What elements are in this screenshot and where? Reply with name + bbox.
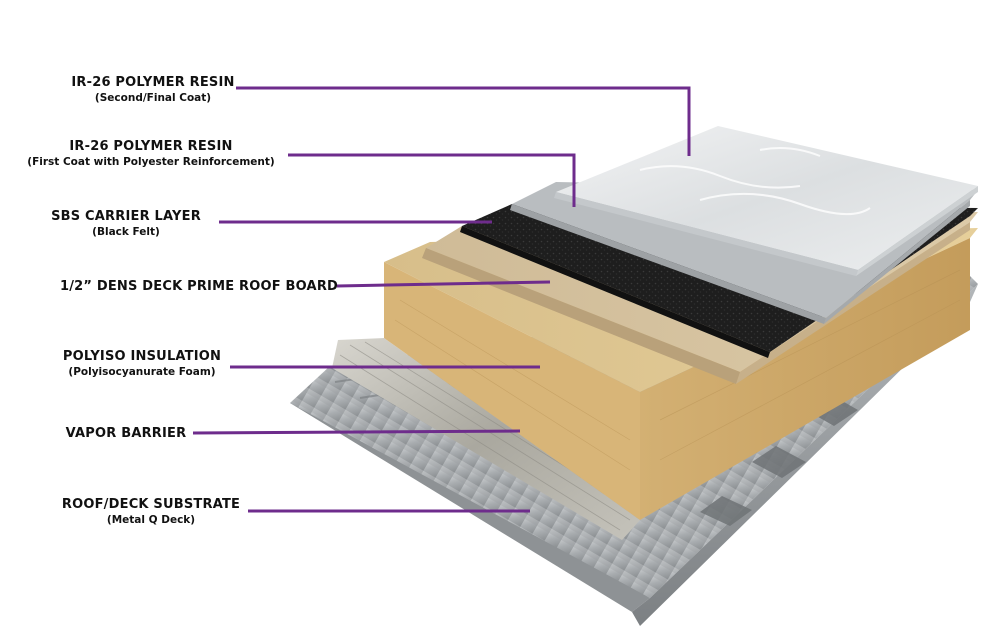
label-deck-substrate-title: ROOF/DECK SUBSTRATE	[61, 497, 241, 512]
label-roof-board-title: 1/2” DENS DECK PRIME ROOF BOARD	[59, 279, 339, 294]
leader-line-first-coat	[288, 153, 576, 207]
final-resin-coat-layer	[554, 126, 978, 276]
label-final-coat-title: IR-26 POLYMER RESIN	[71, 75, 235, 90]
label-vapor-barrier: VAPOR BARRIER	[56, 425, 196, 442]
label-first-coat-subtitle: (First Coat with Polyester Reinforcement…	[27, 156, 275, 168]
label-carrier-layer-subtitle: (Black Felt)	[92, 226, 160, 238]
leader-line-vapor-barrier	[192, 429, 521, 435]
label-first-coat-title: IR-26 POLYMER RESIN	[69, 139, 233, 154]
label-insulation-subtitle: (Polyisocyanurate Foam)	[68, 366, 216, 378]
label-roof-board: 1/2” DENS DECK PRIME ROOF BOARD	[58, 278, 340, 295]
label-deck-substrate-subtitle: (Metal Q Deck)	[106, 514, 196, 526]
leader-line-roof-board	[336, 280, 551, 288]
label-final-coat: IR-26 POLYMER RESIN (Second/Final Coat)	[12, 74, 294, 105]
label-insulation-title: POLYISO INSULATION	[62, 349, 222, 364]
label-deck-substrate: ROOF/DECK SUBSTRATE (Metal Q Deck)	[56, 496, 246, 527]
label-vapor-barrier-title: VAPOR BARRIER	[65, 426, 187, 441]
label-carrier-layer-title: SBS CARRIER LAYER	[51, 209, 201, 224]
label-carrier-layer: SBS CARRIER LAYER (Black Felt)	[26, 208, 226, 239]
label-insulation: POLYISO INSULATION (Polyisocyanurate Foa…	[46, 348, 238, 379]
label-first-coat: IR-26 POLYMER RESIN (First Coat with Pol…	[8, 138, 294, 169]
label-final-coat-subtitle: (Second/Final Coat)	[94, 92, 212, 104]
leader-line-final-coat	[236, 86, 691, 156]
